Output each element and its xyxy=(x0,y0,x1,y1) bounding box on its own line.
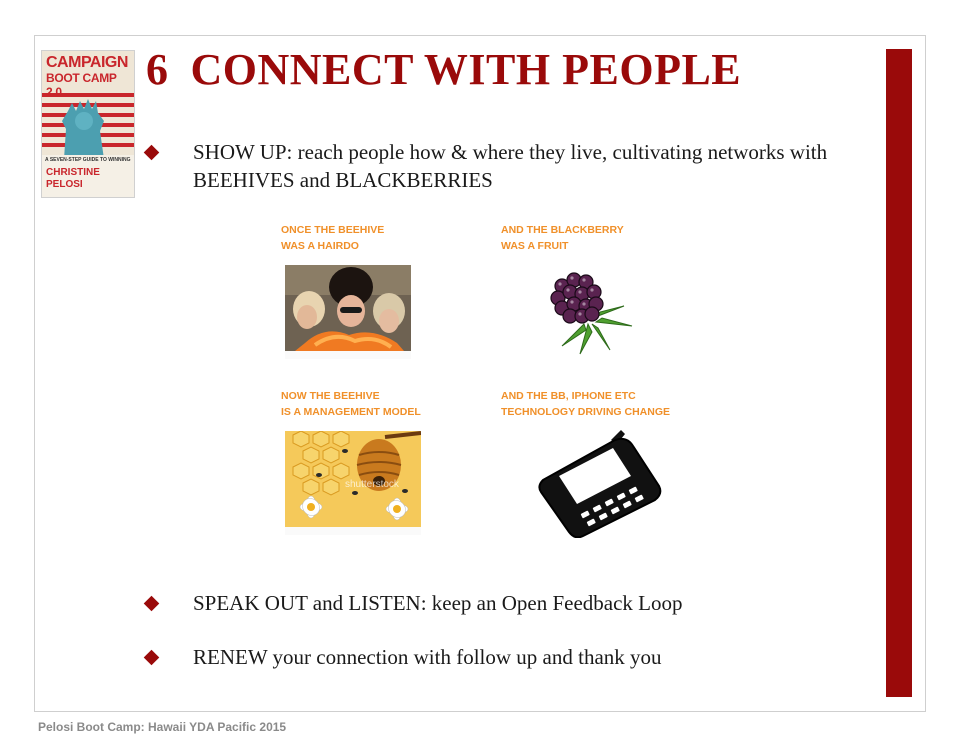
label-line: WAS A FRUIT xyxy=(501,240,569,252)
diamond-bullet-icon xyxy=(143,595,160,612)
label-line: AND THE BB, IPHONE ETC xyxy=(501,390,636,402)
accent-bar xyxy=(886,49,912,697)
diamond-bullet-icon xyxy=(143,649,160,666)
label-beehive-hairdo: ONCE THE BEEHIVE WAS A HAIRDO xyxy=(281,222,384,254)
label-line: TECHNOLOGY DRIVING CHANGE xyxy=(501,406,670,418)
label-line: NOW THE BEEHIVE xyxy=(281,390,380,402)
slide-number: 6 xyxy=(146,45,169,94)
photo-beehive-model: shutterstock xyxy=(285,431,421,535)
photo-blackberry-fruit xyxy=(540,262,640,362)
slide-footer: Pelosi Boot Camp: Hawaii YDA Pacific 201… xyxy=(38,720,287,734)
photo-beehive-hairdo-art xyxy=(285,265,411,359)
label-technology-change: AND THE BB, IPHONE ETC TECHNOLOGY DRIVIN… xyxy=(501,388,670,420)
diamond-bullet-icon xyxy=(143,144,160,161)
bullet-speak-out: SPEAK OUT and LISTEN: keep an Open Feedb… xyxy=(143,589,836,617)
label-line: WAS A HAIRDO xyxy=(281,240,359,252)
bullet-text: SPEAK OUT and LISTEN: keep an Open Feedb… xyxy=(193,591,683,615)
book-title-line2: BOOT CAMP 2.0 xyxy=(46,71,117,99)
label-blackberry-fruit: AND THE BLACKBERRY WAS A FRUIT xyxy=(501,222,624,254)
book-author-line2: PELOSI xyxy=(46,179,83,190)
book-author-line1: CHRISTINE xyxy=(46,167,100,178)
blackberry-icon xyxy=(550,272,633,355)
honeycomb-art: shutterstock xyxy=(285,431,421,535)
slide-frame xyxy=(34,35,926,712)
smartphone-icon xyxy=(538,430,662,538)
label-line: AND THE BLACKBERRY xyxy=(501,224,624,236)
slide-title: 6 CONNECT WITH PEOPLE xyxy=(146,44,741,95)
bullet-show-up: SHOW UP: reach people how & where they l… xyxy=(143,138,836,194)
watermark-text: shutterstock xyxy=(345,479,400,490)
label-beehive-management: NOW THE BEEHIVE IS A MANAGEMENT MODEL xyxy=(281,388,421,420)
label-line: ONCE THE BEEHIVE xyxy=(281,224,385,236)
book-cover-image: CAMPAIGN BOOT CAMP 2.0 A SEVEN-STEP GUID… xyxy=(41,50,135,198)
slide-title-text: CONNECT WITH PEOPLE xyxy=(190,45,742,94)
bullet-text: RENEW your connection with follow up and… xyxy=(193,645,662,669)
bullet-text: SHOW UP: reach people how & where they l… xyxy=(193,140,828,192)
book-cover-art xyxy=(42,51,134,197)
photo-blackberry-phone xyxy=(535,428,665,538)
book-title-line1: CAMPAIGN xyxy=(46,54,128,71)
bullet-renew: RENEW your connection with follow up and… xyxy=(143,643,836,671)
book-tagline: A SEVEN-STEP GUIDE TO WINNING xyxy=(45,157,131,163)
label-line: IS A MANAGEMENT MODEL xyxy=(281,406,421,418)
photo-beehive-hairdo xyxy=(285,265,411,359)
